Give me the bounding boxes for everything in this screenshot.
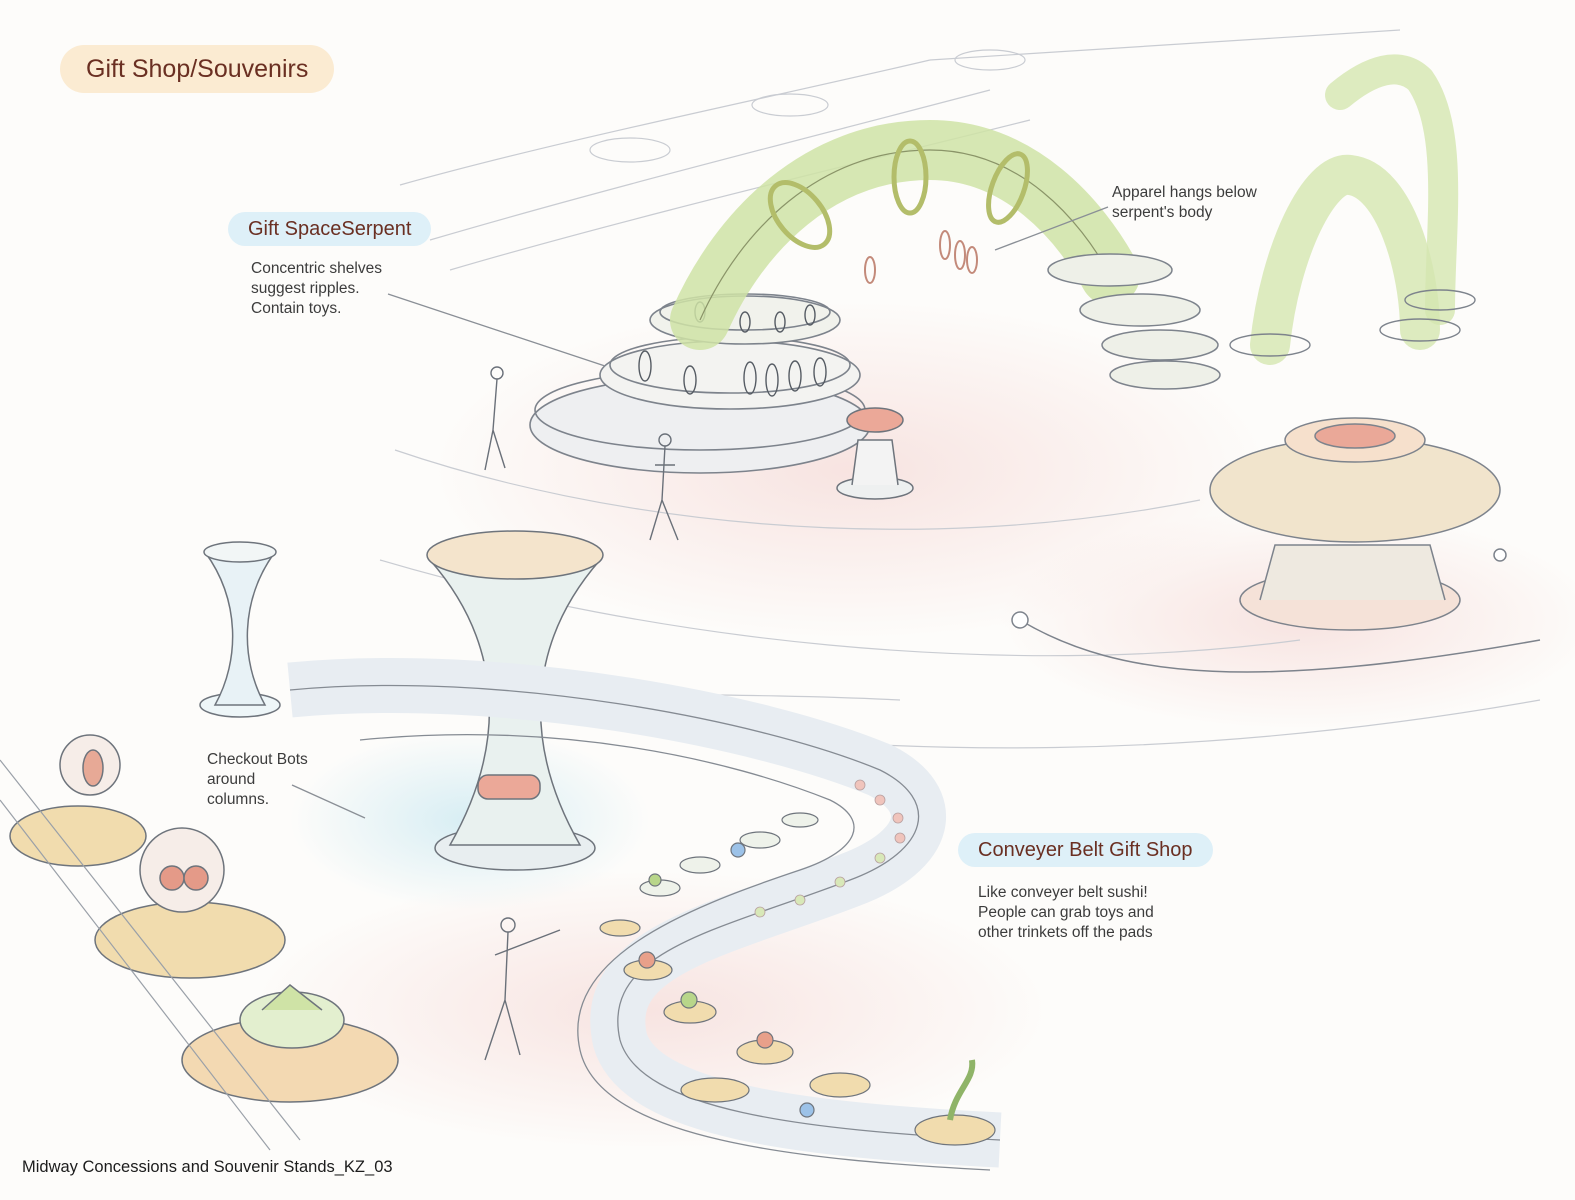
conveyor-belt-note-line: Like conveyer belt sushi! [978, 884, 1148, 901]
checkout-note-line: columns. [207, 791, 270, 808]
track-rails [0, 759, 301, 1151]
small-kiosk [836, 407, 914, 500]
sketched-people [484, 366, 679, 1061]
dome-kiosk [1011, 417, 1541, 673]
apparel-note: Apparel hangs below serpent's body [1112, 183, 1257, 223]
background-linework [299, 29, 1541, 749]
orb-pedestals [9, 734, 399, 1103]
apparel-note-line: Apparel hangs below [1112, 184, 1257, 201]
conveyor-belt-note-line: People can grab toys and [978, 904, 1154, 921]
conveyor-beads [754, 779, 906, 918]
gift-serpent-note-line: Contain toys. [251, 300, 342, 317]
gift-serpent-heading: Gift SpaceSerpent [228, 212, 432, 246]
checkout-note-line: around [207, 771, 256, 788]
page-title: Gift Shop/Souvenirs [60, 45, 335, 93]
gift-serpent-note: Concentric shelves suggest ripples. Cont… [251, 259, 382, 319]
conveyor-belt-note: Like conveyer belt sushi! People can gra… [978, 883, 1154, 943]
apparel-note-line: serpent's body [1112, 204, 1213, 221]
footer-caption: Midway Concessions and Souvenir Stands_K… [22, 1158, 393, 1176]
gift-serpent-note-line: suggest ripples. [251, 280, 360, 297]
gift-serpent-note-line: Concentric shelves [251, 260, 382, 277]
serpent-arch-right [1229, 54, 1476, 365]
serpent-platform [529, 293, 871, 474]
checkout-note: Checkout Bots around columns. [207, 750, 308, 810]
conveyor-belt-note-line: other trinkets off the pads [978, 924, 1153, 941]
checkout-note-line: Checkout Bots [207, 751, 308, 768]
annotation-leaders [291, 206, 1109, 819]
serpent-body [670, 119, 1221, 390]
conveyor-pads [599, 812, 996, 1146]
conveyor-belt-heading: Conveyer Belt Gift Shop [958, 833, 1213, 867]
